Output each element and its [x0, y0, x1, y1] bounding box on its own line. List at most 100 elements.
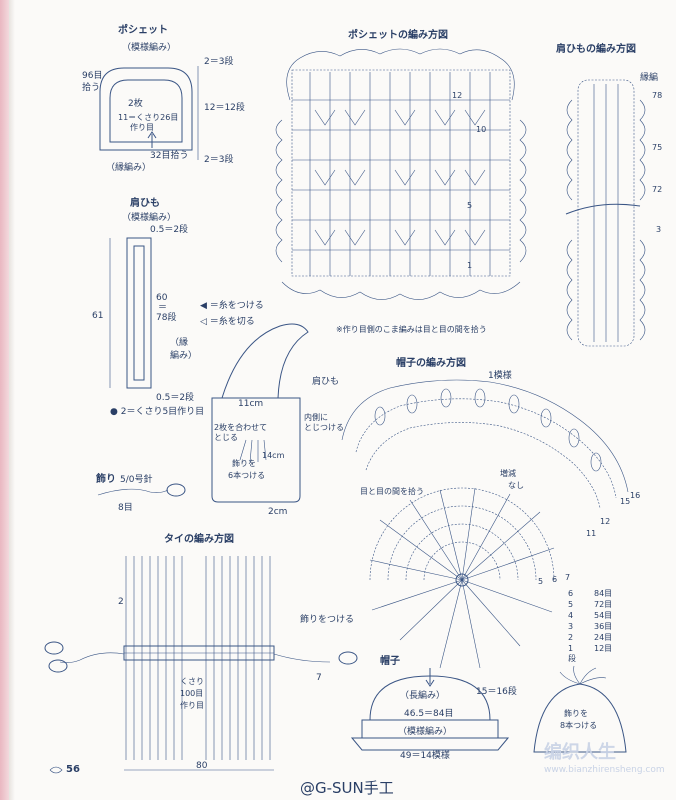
strap-break	[565, 203, 641, 215]
tie-bead-2	[48, 659, 68, 673]
table-count-54: 54目	[594, 611, 612, 620]
hat-between: 目と目の間を拾う	[360, 486, 424, 496]
hat-crown-arc-1	[369, 487, 555, 581]
book-edge	[0, 0, 9, 800]
bag-inner: 内側に	[304, 412, 328, 422]
page-number: 56	[66, 764, 80, 775]
strap-row-75: 75	[652, 143, 662, 152]
strap-top-dim: 0.5＝2段	[150, 223, 188, 235]
strap-row-3: 3	[656, 225, 661, 234]
chart-row-1: 1	[467, 261, 472, 270]
bag-fold-2: とじる	[214, 433, 238, 442]
strap-bottom-dim: 0.5＝2段	[156, 391, 194, 403]
chart-row-5: 5	[467, 201, 472, 210]
hat-ovals	[374, 388, 602, 472]
hat-repeat: 1模様	[488, 369, 512, 381]
hat-kazari: 飾りを	[564, 708, 588, 718]
hat-crown-arc-3	[405, 523, 519, 581]
tie-dim-7: 7	[316, 673, 322, 683]
hat-ring-1	[355, 398, 617, 499]
strap-outer	[126, 237, 152, 389]
chart-row-10: 10	[476, 125, 486, 134]
tie-chart: タイの編み方図 2 飾りをつける 7 くさり 100目 作り目 80	[44, 532, 358, 771]
pick-32-label: 32目拾う	[150, 149, 188, 161]
strap-chart: 肩ひもの編み方図 縁編 78 75 72 3	[556, 42, 662, 347]
pochette-top-scallop	[286, 48, 515, 101]
tie-bead-1	[44, 641, 64, 655]
strap-right-loops-2	[639, 239, 646, 341]
hat-long: （長編み）	[400, 689, 445, 701]
rows-mid: 12＝12段	[204, 101, 245, 113]
kazari-bead	[166, 483, 186, 497]
table-row-4: 4	[568, 611, 573, 620]
strap-chart-outline	[577, 79, 635, 347]
hat-stitch-table: 6 84目 5 72目 4 54目 3 36目 2 24目 1 12目 段	[568, 589, 612, 663]
hat-row-6: 6	[552, 575, 557, 584]
pick-96-label-2: 拾う	[82, 81, 100, 93]
kazari-cord	[97, 488, 169, 496]
hat-crown-spokes	[369, 487, 555, 669]
tie-cord-left	[59, 652, 125, 663]
strap-inner	[133, 245, 145, 381]
tie-dim-80: 80	[196, 761, 208, 771]
hat-outer-edge	[341, 379, 629, 493]
bag-illustration: 肩ひも 11cm 2枚を合わせて とじる 内側に とじつける 飾りを 6本つける…	[211, 323, 344, 517]
pochette-chart-title: ポシェットの編み方図	[348, 28, 448, 41]
strap-row-72: 72	[652, 185, 662, 194]
hat-inc: 増減	[500, 468, 516, 478]
bag-strap-label: 肩ひも	[312, 375, 339, 387]
watermark: 编织人生	[544, 741, 616, 763]
strap-rows-78: 78段	[156, 311, 176, 323]
book-spine-shadow	[9, 0, 15, 800]
hat-title: 帽子	[380, 654, 400, 667]
strap-subtitle: （模様編み）	[122, 211, 176, 223]
chart-row-12: 12	[452, 91, 462, 100]
page-ornament-icon	[49, 766, 63, 774]
strap-schematic: 肩ひも （模様編み） 0.5＝2段 61 60 ＝ 78段 （縁 編み） 0.5…	[92, 196, 204, 417]
hat-row-16: 16	[630, 491, 640, 500]
bag-kazari: 飾りを	[232, 458, 256, 468]
strap-note: ● 2＝くさり5目作り目	[110, 405, 204, 417]
bag-fold: 2枚を合わせて	[214, 422, 267, 432]
pochette-count: 2枚	[128, 97, 143, 109]
hat-row-12: 12	[600, 517, 610, 526]
pochette-edge: （縁編み）	[106, 161, 151, 173]
pochette-v-motifs	[314, 109, 486, 246]
hat-crown-center	[455, 573, 469, 587]
tie-chart-title: タイの編み方図	[164, 532, 234, 545]
strap-len-61: 61	[92, 311, 103, 321]
tie-bead-3	[338, 651, 358, 665]
pochette-chart: ポシェットの編み方図 12 10 5 1 ※作り目側のこま編みは目と目の間を拾う	[275, 28, 527, 334]
hat-dome	[369, 675, 491, 721]
bag-base: 2cm	[268, 507, 287, 517]
table-count-84: 84目	[594, 589, 612, 598]
hat-pattern: （模様編み）	[398, 725, 452, 737]
tie-chain-3: 作り目	[180, 700, 204, 710]
hat-brim	[350, 737, 510, 751]
pochette-outer	[99, 67, 193, 151]
tie-chain: くさり	[180, 677, 204, 686]
bag-width: 11cm	[238, 399, 263, 409]
hat-circ: 46.5＝84目	[404, 708, 454, 719]
hat-row-5: 5	[538, 577, 543, 586]
legend-cut: ◁ ＝糸を切る	[200, 315, 255, 327]
bag-height: 14cm	[262, 451, 285, 460]
hat-schematic: 帽子 （長編み） 15＝16段 46.5＝84目 （模様編み） 49＝14模様 …	[350, 654, 627, 761]
pochette-chart-body	[291, 69, 511, 277]
table-unit: 段	[568, 653, 576, 663]
strap-row-78: 78	[652, 91, 662, 100]
bag-kazari-2: 6本つける	[228, 470, 265, 480]
kazari-stitches: 8目	[118, 502, 133, 513]
table-row-3: 3	[568, 622, 573, 631]
table-count-12: 12目	[594, 644, 612, 653]
table-row-2: 2	[568, 633, 573, 642]
hat-chart: 帽子の編み方図 1模様 目と目の間を拾う 増減 なし 16 15 12 11	[341, 356, 640, 669]
tie-dim-2: 2	[118, 597, 124, 607]
strap-edge-2: 編み）	[170, 349, 197, 361]
hat-row-7: 7	[565, 573, 570, 582]
tie-left-strands	[125, 556, 183, 760]
hat-brim-dim: 49＝14模様	[400, 749, 450, 761]
hat-crown-arc-2	[387, 505, 537, 581]
hat-arrow	[425, 668, 435, 687]
